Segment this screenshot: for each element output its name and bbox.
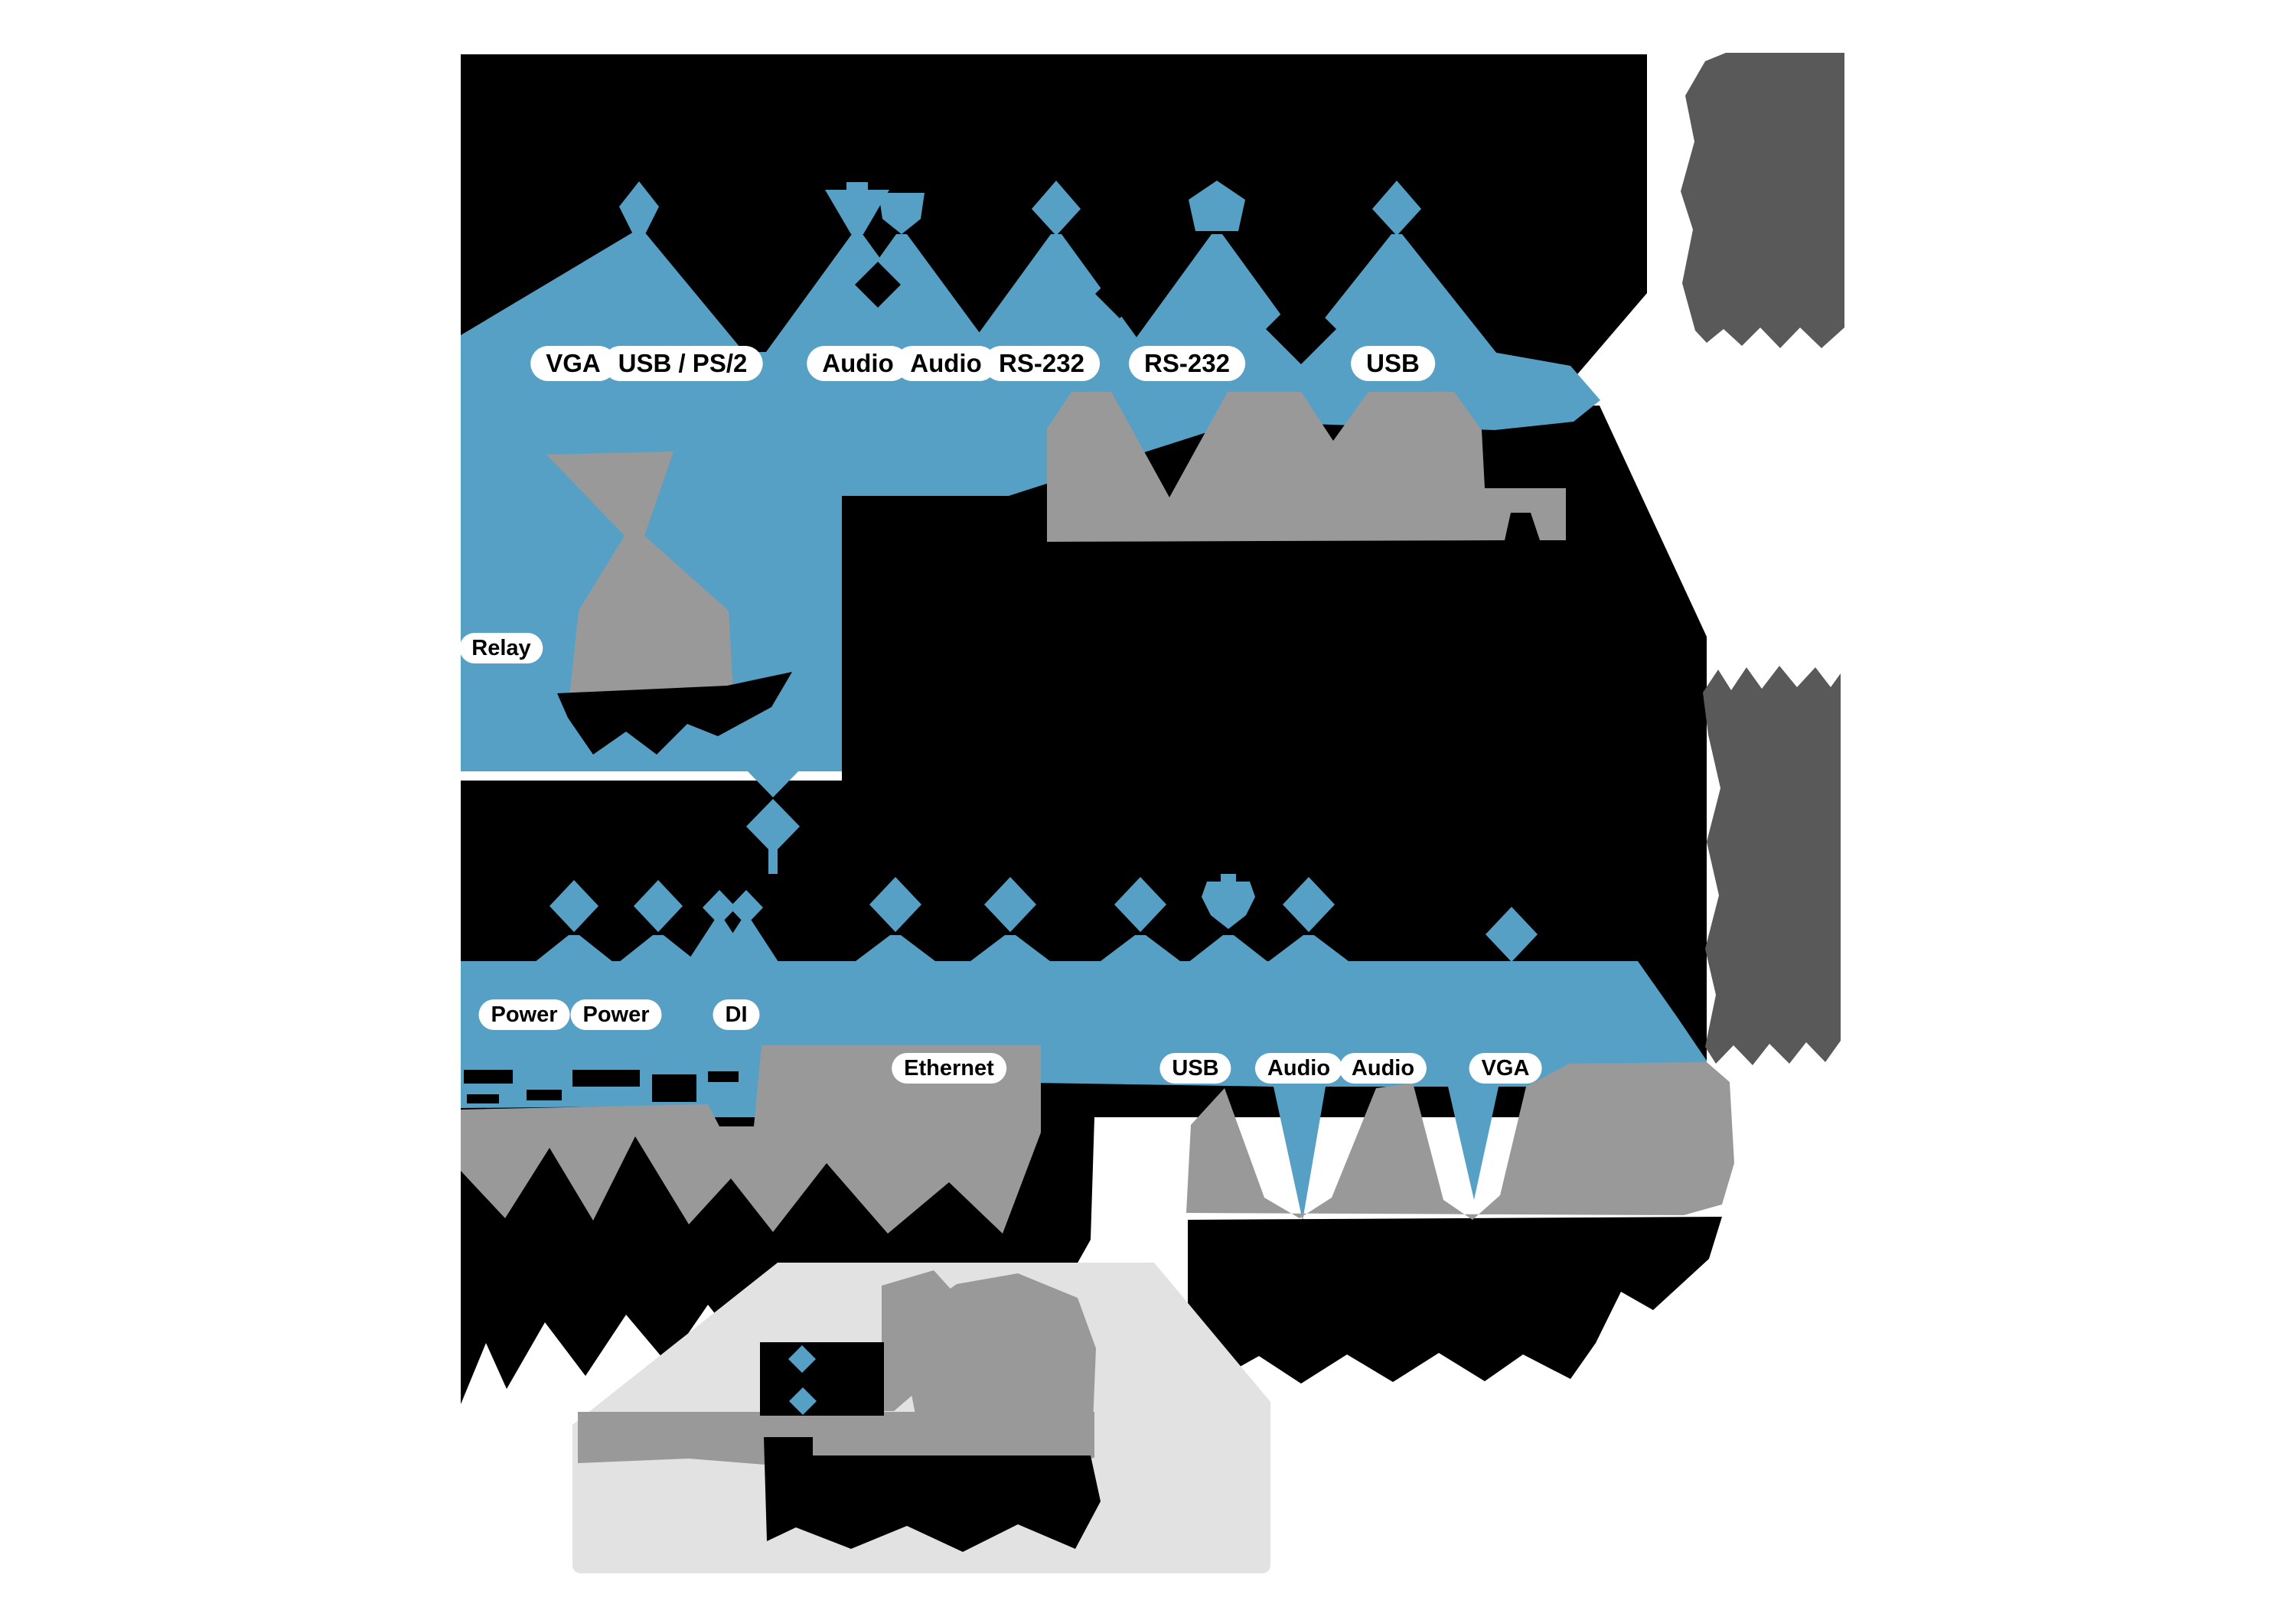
port-pill-vga: VGA [530,346,616,381]
port-pill-ethernet: Ethernet [892,1053,1006,1084]
port-pill-power-1: Power [478,999,570,1030]
rs232-connector-icon-2 [1189,181,1245,231]
funnel-gaps [855,262,1336,364]
port-pill-rs232-1: RS-232 [983,346,1100,381]
di-connector-icon-2 [729,890,763,925]
rs232-connector-icon [1032,181,1081,236]
port-pill-audio-3: Audio [1254,1053,1343,1084]
usb-connector-icon [1372,181,1421,236]
link-diamonds [746,742,800,874]
console-tower-photo-2 [1703,666,1841,1065]
port-pill-rs232-2: RS-232 [1129,346,1245,381]
relay-funnel [546,451,733,696]
remote-link-diamonds [788,1345,817,1415]
vga-connector-icon-2 [1486,907,1538,962]
relay-callout [546,451,792,755]
port-pill-usb-ps2: USB / PS/2 [602,346,763,381]
port-pill-relay: Relay [459,633,543,663]
gray-down-funnels-bottom [461,1045,1734,1234]
audio-plug-icon [825,190,889,234]
remote-client-panel [572,1263,1270,1573]
relay-terminal-photo [557,672,792,755]
audio-plug-icon-2 [879,193,925,234]
remote-caption-blob [764,1437,1101,1552]
power-connector-icon [550,880,598,932]
port-pill-vga-2: VGA [1469,1053,1542,1084]
gray-down-funnels-top [1047,392,1566,542]
ethernet-connector-icon [869,877,921,932]
usb-plug-icon [1202,882,1255,929]
vga-connector-icon [619,181,659,234]
port-pill-audio-2: Audio [895,346,997,381]
port-pill-usb-2: USB [1159,1053,1231,1084]
port-pill-usb: USB [1351,346,1435,381]
port-pill-audio-1: Audio [807,346,909,381]
port-pill-power-2: Power [570,999,662,1030]
power-connector-icon-2 [634,880,683,932]
port-pill-audio-4: Audio [1339,1053,1427,1084]
console-tower-photos [1681,53,1844,1065]
port-pill-di: DI [713,999,760,1030]
di-connector-icon [703,890,736,925]
bottom-device-photo [461,406,1707,1117]
console-tower-photo-1 [1681,53,1844,348]
